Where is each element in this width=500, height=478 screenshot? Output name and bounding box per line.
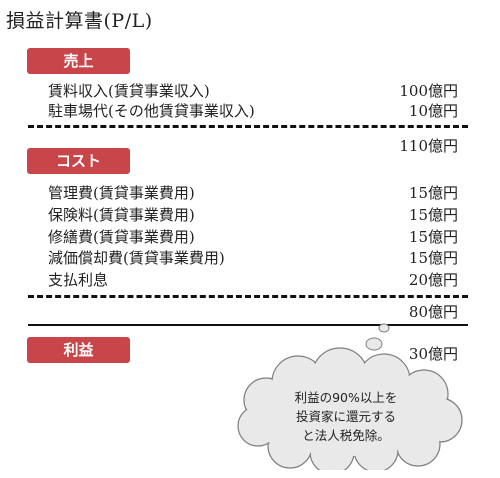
callout-line: 投資家に還元する <box>295 409 396 424</box>
row-value: 15億円 <box>408 249 458 267</box>
callout-line: 利益の90%以上を <box>294 390 398 405</box>
sales-row-rent: 賃料収入(賃貸事業収入) 100億円 <box>48 81 458 102</box>
row-value: 15億円 <box>408 228 458 246</box>
row-label: 修繕費(賃貸事業費用) <box>48 228 195 246</box>
sales-row-parking: 駐車場代(その他賃貸事業収入) 10億円 <box>48 101 458 122</box>
cost-row-repair: 修繕費(賃貸事業費用) 15億円 <box>48 227 458 248</box>
cost-row-depreciation: 減価償却費(賃貸事業費用) 15億円 <box>48 248 458 269</box>
profit-divider-solid <box>28 324 468 326</box>
profit-value: 30億円 <box>408 345 458 363</box>
profit-badge: 利益 <box>27 337 130 363</box>
page-title: 損益計算書(P/L) <box>6 10 153 32</box>
row-label: 駐車場代(その他賃貸事業収入) <box>48 102 255 120</box>
thought-cloud-icon <box>237 323 463 475</box>
cost-badge: コスト <box>27 148 130 174</box>
cost-divider-dashed <box>28 295 468 298</box>
row-label: 減価償却費(賃貸事業費用) <box>48 249 225 267</box>
row-label: 賃料収入(賃貸事業収入) <box>48 82 210 100</box>
row-value: 20億円 <box>408 271 458 289</box>
row-label: 保険料(賃貸事業費用) <box>48 206 195 224</box>
row-label: 管理費(賃貸事業費用) <box>48 184 195 202</box>
cost-row-management: 管理費(賃貸事業費用) 15億円 <box>48 183 458 204</box>
sales-badge: 売上 <box>27 48 130 74</box>
cost-total: 80億円 <box>408 303 458 321</box>
callout-cloud: 利益の90%以上を 投資家に還元する と法人税免除。 <box>228 322 484 475</box>
sales-divider-dashed <box>28 125 468 128</box>
cost-row-insurance: 保険料(賃貸事業費用) 15億円 <box>48 205 458 226</box>
row-label: 支払利息 <box>48 271 109 289</box>
cost-row-interest: 支払利息 20億円 <box>48 270 458 291</box>
row-value: 100億円 <box>399 82 458 100</box>
sales-total: 110億円 <box>399 137 458 155</box>
row-value: 15億円 <box>408 184 458 202</box>
callout-line: と法人税免除。 <box>302 428 390 443</box>
row-value: 10億円 <box>408 102 458 120</box>
callout-text: 利益の90%以上を 投資家に還元する と法人税免除。 <box>228 388 464 445</box>
row-value: 15億円 <box>408 206 458 224</box>
